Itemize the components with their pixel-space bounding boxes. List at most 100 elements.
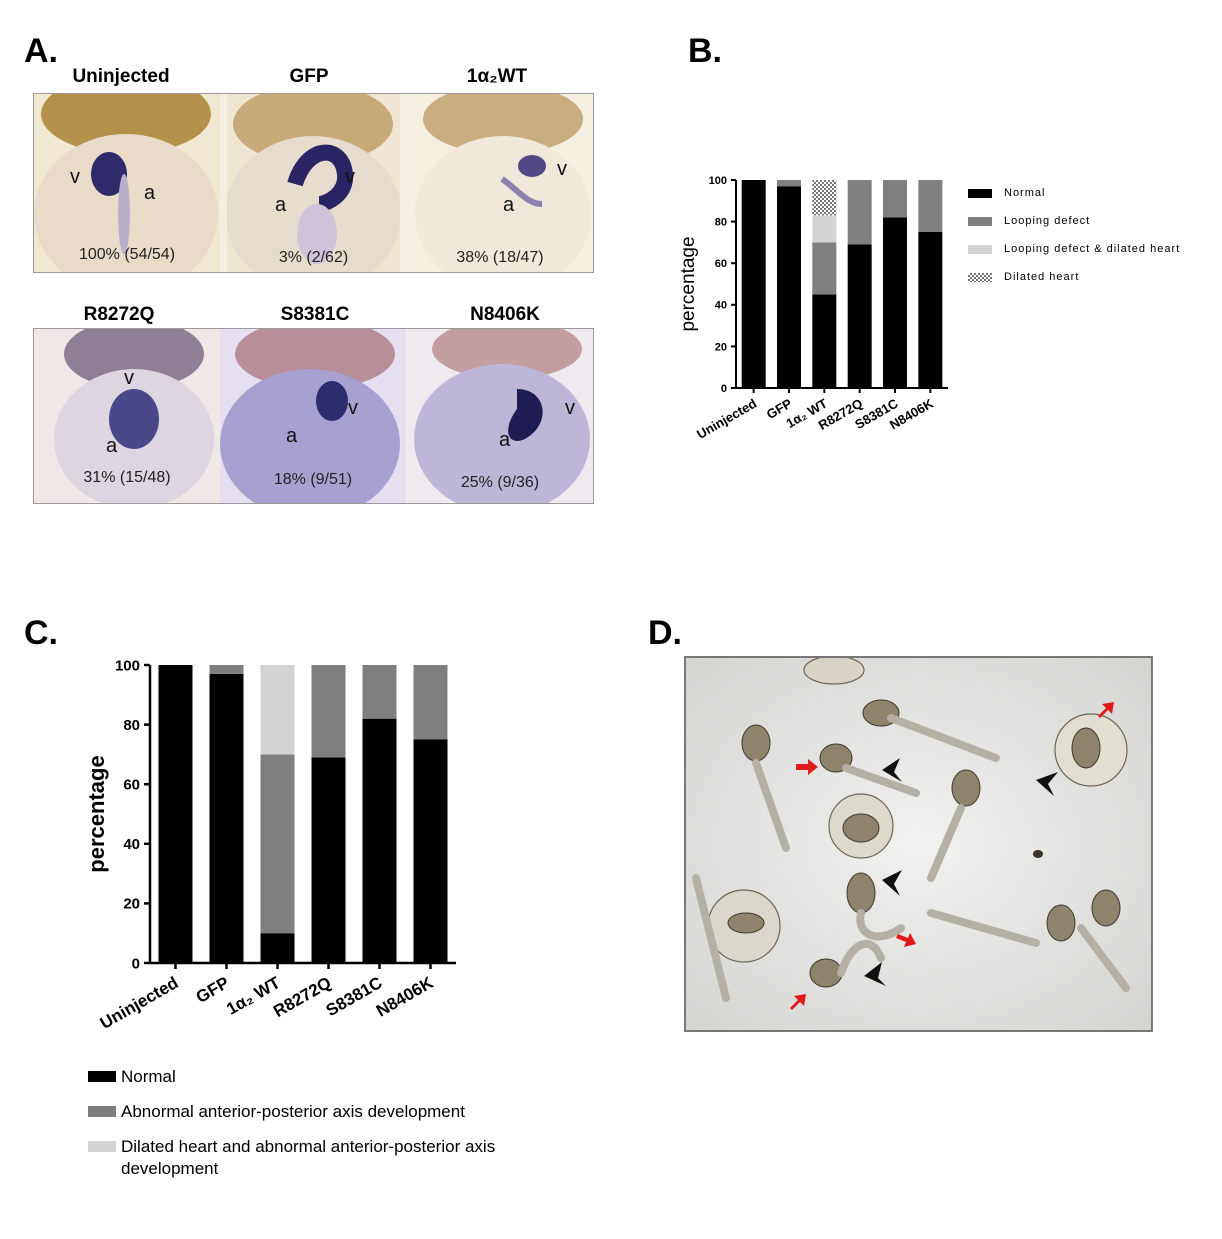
panel-a-title-gfp: GFP <box>289 66 329 87</box>
black-arrowheads <box>864 758 1058 986</box>
bar-1-wt-normal <box>812 294 837 388</box>
bar-s8381c-normal <box>883 217 907 388</box>
bar-gfp-normal <box>209 673 244 963</box>
y-tick-label: 100 <box>115 657 140 674</box>
atrium-label: a <box>144 182 156 204</box>
x-tick-label-r8272q: R8272Q <box>270 973 334 1021</box>
y-tick-label: 100 <box>709 175 727 187</box>
legend-label: Abnormal anterior-posterior axis develop… <box>121 1102 465 1121</box>
embryo-image-r8272q: v a 31% (15/48) <box>34 329 220 503</box>
x-tick-label-n8406k: N8406K <box>373 973 437 1021</box>
embryo-image-n8406k: v a 25% (9/36) <box>407 329 593 503</box>
legend-swatch <box>968 217 992 226</box>
ventricle-label: v <box>557 158 567 180</box>
ventricle-label: v <box>348 397 358 419</box>
y-tick-label: 20 <box>123 896 140 913</box>
bar-r8272q-looping-defect <box>847 180 872 245</box>
bar-n8406k-normal <box>413 739 448 963</box>
legend-label: Looping defect & dilated heart <box>1004 243 1181 255</box>
bar-s8381c-normal <box>362 718 397 963</box>
bar-s8381c-abnormal-anterior-posterior-axis-development <box>362 665 397 719</box>
ventricle-label: v <box>565 397 575 419</box>
embryo-image-gfp: v a 3% (2/62) <box>227 94 400 272</box>
bar-r8272q-normal <box>311 757 346 963</box>
legend-swatch <box>88 1071 116 1082</box>
panel-a-top-image-strip: v a 100% (54/54) v a 3% (2/62) v a 38% (… <box>33 93 594 273</box>
legend-swatch <box>968 245 992 254</box>
panel-a-bottom-image-strip: v a 31% (15/48) v a 18% (9/51) v a 25% (… <box>33 328 594 504</box>
embryo-image-s8381c: v a 18% (9/51) <box>220 329 406 503</box>
panel-c-letter: C. <box>24 614 58 652</box>
y-axis-label: percentage <box>84 755 109 872</box>
ventricle-label: v <box>70 166 80 188</box>
atrium-label: a <box>275 194 287 216</box>
legend-item-normal: Normal <box>88 1066 508 1088</box>
image-caption: 25% (9/36) <box>460 474 540 491</box>
legend-item-abnormal-anterior-posterior-axis-development: Abnormal anterior-posterior axis develop… <box>88 1101 508 1123</box>
y-tick-label: 60 <box>123 776 140 793</box>
atrium-label: a <box>106 435 118 457</box>
bar-gfp-looping-defect <box>777 180 801 187</box>
y-tick-label: 80 <box>123 717 140 734</box>
bar-1-wt-looping-defect <box>812 242 837 295</box>
bar-1-wt-dilated-heart-and-abnormal-anterior-posterior-axis-development <box>260 665 295 755</box>
legend-item-looping-defect: Looping defect <box>968 214 1218 228</box>
y-tick-label: 40 <box>123 836 140 853</box>
x-tick-label-s8381c: S8381C <box>323 973 386 1020</box>
ventricle-label: v <box>345 166 355 188</box>
bar-r8272q-normal <box>847 244 872 388</box>
legend-item-normal: Normal <box>968 186 1218 200</box>
panel-b-letter: B. <box>688 32 722 70</box>
image-caption: 38% (18/47) <box>456 249 544 266</box>
panel-a-title-r8272q: R8272Q <box>83 304 155 325</box>
embryo-image-wt: v a 38% (18/47) <box>407 94 593 272</box>
red-arrows <box>790 702 1114 1010</box>
atrium-label: a <box>503 194 515 216</box>
legend-item-dilated-heart: Dilated heart <box>968 270 1218 284</box>
image-caption: 31% (15/48) <box>83 469 171 486</box>
bar-n8406k-looping-defect <box>918 180 943 232</box>
bar-uninjected-normal <box>158 665 193 963</box>
bar-1-wt-looping-defect-dilated-heart <box>812 215 837 243</box>
legend-item-looping-defect-dilated-heart: Looping defect & dilated heart <box>968 242 1218 256</box>
y-tick-label: 0 <box>721 383 727 395</box>
bar-n8406k-abnormal-anterior-posterior-axis-development <box>413 665 448 740</box>
bar-1-wt-normal <box>260 933 295 963</box>
image-caption: 18% (9/51) <box>273 471 353 488</box>
bar-n8406k-normal <box>918 232 943 388</box>
legend-label: Looping defect <box>1004 215 1091 227</box>
panel-d-microscope-photo <box>684 656 1153 1032</box>
legend-label: Dilated heart <box>1004 271 1080 283</box>
atrium-label: a <box>286 425 298 447</box>
larvae-photo <box>686 658 1151 1030</box>
legend-item-dilated-heart-and-abnormal-anterior-posterior-axis-development: Dilated heart and abnormal anterior-post… <box>88 1136 508 1180</box>
bar-s8381c-looping-defect <box>883 180 907 218</box>
legend-swatch <box>88 1141 116 1152</box>
legend-label: Normal <box>121 1067 176 1086</box>
ventricle-label: v <box>124 367 134 389</box>
panel-d-letter: D. <box>648 614 682 652</box>
panel-a-letter: A. <box>24 32 58 70</box>
image-caption: 100% (54/54) <box>78 246 176 263</box>
bar-1-wt-dilated-heart <box>812 180 837 216</box>
legend-label: Normal <box>1004 187 1046 199</box>
y-tick-label: 80 <box>715 216 727 228</box>
bar-gfp-normal <box>777 186 801 388</box>
panel-a-title-n8406k: N8406K <box>470 304 540 325</box>
panel-a-title-wt: 1α₂WT <box>466 66 528 87</box>
panel-a-title-uninjected: Uninjected <box>72 66 170 87</box>
bar-gfp-abnormal-anterior-posterior-axis-development <box>209 665 244 674</box>
y-tick-label: 40 <box>715 300 727 312</box>
legend-swatch <box>968 273 992 282</box>
y-axis-label: percentage <box>678 236 699 331</box>
panel-a-title-s8381c: S8381C <box>280 304 350 325</box>
atrium-label: a <box>499 429 511 451</box>
legend-label: Dilated heart and abnormal anterior-post… <box>121 1137 496 1179</box>
bar-1-wt-abnormal-anterior-posterior-axis-development <box>260 754 295 934</box>
image-caption: 3% (2/62) <box>278 249 349 266</box>
legend-swatch <box>968 189 992 198</box>
x-tick-label-uninjected: Uninjected <box>694 396 759 442</box>
y-tick-label: 60 <box>715 258 727 270</box>
